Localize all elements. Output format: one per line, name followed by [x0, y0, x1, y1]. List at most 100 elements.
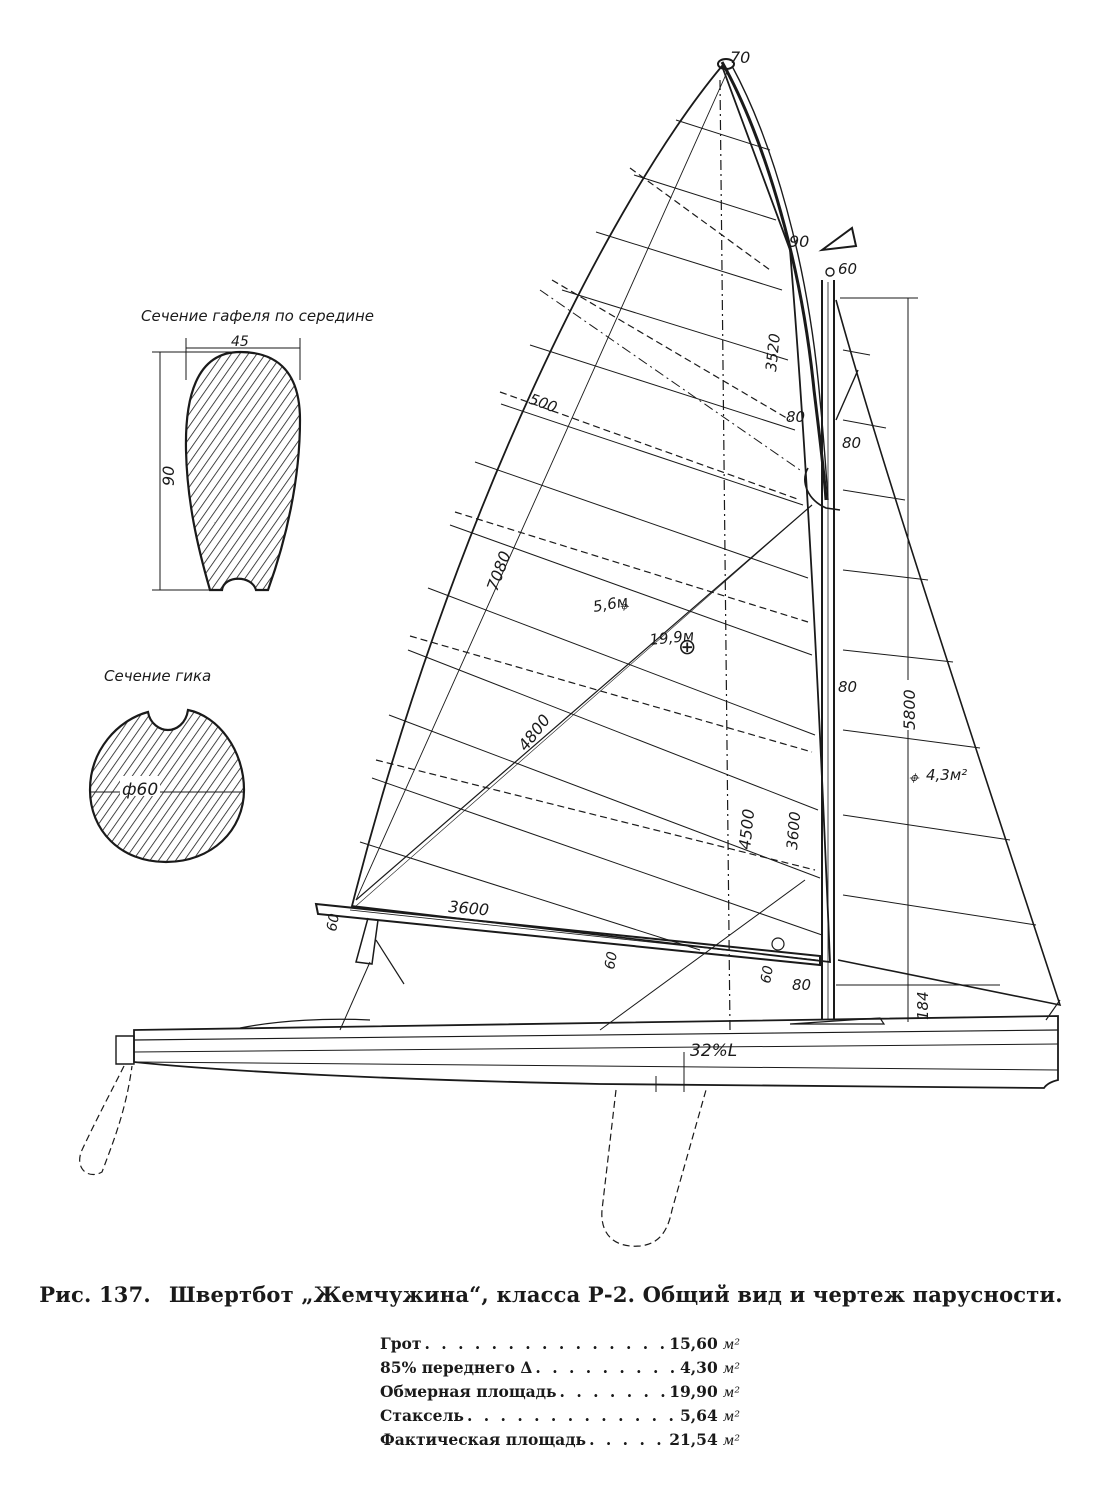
- figure-caption: Рис. 137. Швертбот „Жемчужина“, класса Р-…: [0, 1282, 1102, 1307]
- jib-seam-3: [842, 489, 906, 501]
- main-seam-7: [474, 461, 809, 579]
- hull-outline: [133, 1015, 1059, 1089]
- spec-unit: м²: [722, 1409, 740, 1425]
- spec-label: 85% переднего Δ: [380, 1358, 533, 1377]
- spec-unit: м²: [722, 1433, 740, 1449]
- mast-top-ring: [825, 267, 835, 277]
- boom-section-shape: [88, 708, 246, 864]
- main-seam-8: [449, 524, 813, 656]
- spec-label: Грот: [380, 1334, 422, 1353]
- area-median-1: [355, 504, 813, 907]
- hull: 32%L: [115, 999, 1061, 1092]
- deck-offset-label: 80: [792, 976, 811, 994]
- gaff-spar-inner: [731, 65, 829, 501]
- figure-title: Швертбот „Жемчужина“, класса Р-2. Общий …: [168, 1282, 1063, 1307]
- jib-height-label: 5800: [900, 689, 919, 730]
- main-seam-2: [633, 174, 777, 221]
- gaff-jaws: [804, 467, 841, 511]
- main-seam-9: [427, 587, 816, 736]
- gaff-ce-label: 5,6м: [592, 592, 630, 616]
- mast-mid-label: 80: [838, 678, 857, 696]
- batten-2: [551, 279, 791, 421]
- boom-section-title: Сечение гика: [104, 667, 211, 685]
- jib-seam-6: [842, 729, 981, 749]
- mainsheet-line: [339, 961, 371, 1031]
- hull-keel-line: [133, 1061, 1059, 1071]
- boom-section-dia-label: ф60: [122, 780, 158, 800]
- hull-stern-post: [115, 1035, 135, 1065]
- jib-seam-8: [842, 894, 1037, 926]
- main-seam-10: [407, 649, 819, 811]
- gaff-section-title: Сечение гафеля по середине: [141, 307, 374, 325]
- center-line: [719, 79, 731, 1031]
- spec-value: 4,30: [680, 1358, 718, 1377]
- mast-head-label: 70: [730, 48, 750, 67]
- jib-ce-symbol: ⌖: [908, 768, 920, 789]
- hull-forestay: [1045, 999, 1061, 1021]
- batten-4: [454, 511, 809, 623]
- mast-spreader: [835, 369, 859, 421]
- spec-label: Фактическая площадь: [380, 1430, 587, 1449]
- main-seam-11: [388, 714, 821, 879]
- gaff-length-label: 3520: [762, 333, 784, 373]
- boom-length-label: 3600: [448, 897, 490, 919]
- jib-seam-7: [842, 814, 1011, 841]
- figure-number: Рис. 137.: [39, 1282, 151, 1307]
- boom-dia-bg: [120, 776, 160, 796]
- mast: 60 80 80: [818, 226, 861, 1020]
- main-seam-13: [359, 841, 701, 951]
- main-seam-3: [595, 231, 783, 291]
- gaff-width-label: 90: [789, 232, 809, 251]
- luff-line: [355, 69, 729, 901]
- gaff-section: Сечение гафеля по середине 45 90: [141, 307, 374, 592]
- main-seam-1: [675, 119, 771, 151]
- batten-1: [629, 167, 771, 271]
- gaff: 70 90 3520 80: [717, 48, 841, 511]
- gaff-ce-symbol: ⌖: [619, 597, 630, 616]
- spec-value: 5,64: [680, 1406, 718, 1425]
- leader-dots: [560, 1382, 667, 1401]
- diagonal-length-label: 4800: [514, 711, 554, 755]
- spec-unit: м²: [722, 1361, 740, 1377]
- leader-dots: [535, 1358, 677, 1377]
- gaff-spar-outer: [720, 61, 828, 501]
- clew-to-tack-dash: [539, 289, 801, 471]
- jib-seam-1: [842, 349, 871, 356]
- boom-root-label: 60: [758, 964, 777, 984]
- hull-waterline: [133, 1043, 1059, 1053]
- mainsail: 500 7080 4800 4500 3600 5,6м ⌖ 19,9м ⊕: [350, 64, 831, 1031]
- jib-height-bg: [896, 680, 920, 730]
- jib-foot-label: 184: [914, 991, 932, 1020]
- jib-seam-5: [842, 649, 954, 663]
- mainsheet-arrow: [375, 939, 405, 985]
- batten-5: [409, 635, 813, 753]
- main-seam-5: [529, 344, 796, 431]
- jib-ce-label: 4,3м²: [926, 766, 967, 784]
- gaff-section-shape: [184, 350, 302, 592]
- sail-plan-drawing: Сечение гафеля по середине 45 90 Сечение…: [79, 48, 1062, 1247]
- total-ce-label: 19,9м: [649, 626, 695, 649]
- jib-seam-4: [842, 569, 929, 581]
- boom-section: Сечение гика ф60: [88, 667, 246, 864]
- leech-height-label: 4500: [735, 808, 758, 850]
- mast-height-label: 3600: [783, 811, 804, 851]
- total-ce-symbol: ⊕: [678, 635, 696, 660]
- spec-value: 19,90: [669, 1382, 718, 1401]
- luff-length-label: 7080: [483, 549, 515, 594]
- main-seam-4: [561, 289, 789, 361]
- mast-top-label: 60: [838, 260, 857, 278]
- boom-mid-label: 60: [602, 950, 621, 970]
- rudder: [79, 1065, 133, 1176]
- spec-value: 21,54: [669, 1430, 718, 1449]
- leader-dots: [424, 1334, 666, 1353]
- mainsheet-block: [355, 917, 379, 965]
- spec-unit: м²: [722, 1337, 740, 1353]
- jib-outline: [835, 299, 1062, 1007]
- spec-label: Обмерная площадь: [380, 1382, 557, 1401]
- boom-spar: [314, 902, 821, 967]
